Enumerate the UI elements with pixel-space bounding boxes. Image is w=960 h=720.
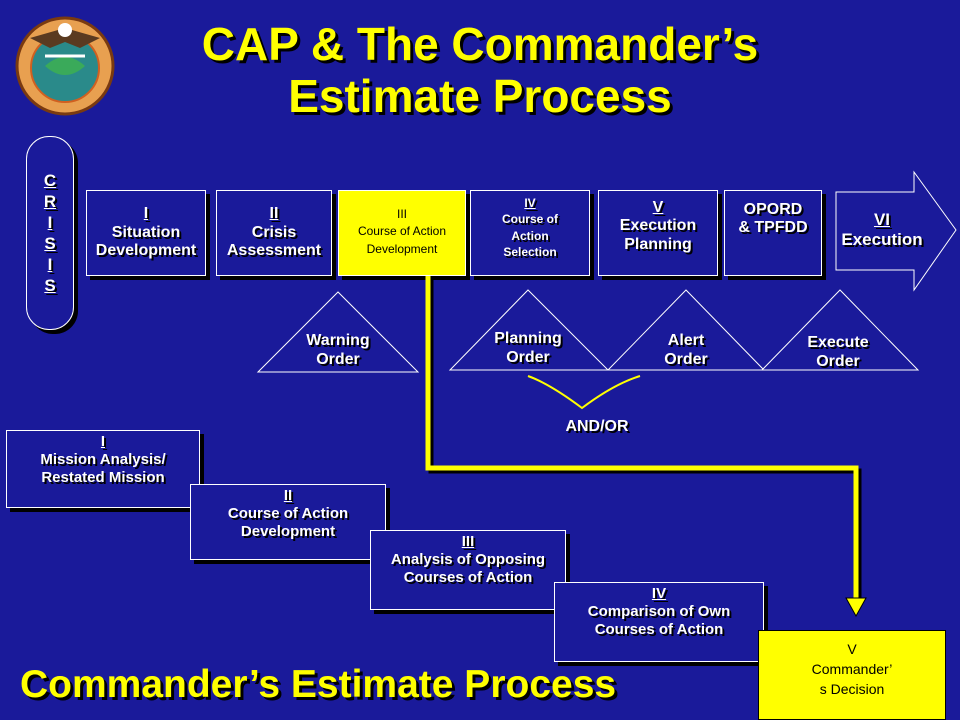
crisis-letter: I bbox=[47, 213, 53, 232]
phase-label: Execution Planning bbox=[619, 217, 697, 253]
step-number: IV bbox=[651, 585, 667, 602]
phase-label: Crisis Assessment bbox=[226, 223, 322, 260]
estimate-step-mission-analysis: I Mission Analysis/ Restated Mission bbox=[6, 430, 200, 508]
crisis-letter: C bbox=[43, 171, 57, 190]
crisis-capsule: C R I S I S bbox=[26, 136, 74, 330]
phase-label: Course of Action Selection bbox=[501, 211, 558, 260]
phase-number: I bbox=[143, 205, 149, 223]
estimate-step-comparison-own: IV Comparison of Own Courses of Action bbox=[554, 582, 764, 662]
crisis-letter: I bbox=[47, 255, 53, 274]
connector-arrowhead bbox=[845, 597, 867, 618]
andor-label: AND/OR bbox=[565, 418, 629, 435]
execution-label: VI Execution bbox=[832, 210, 932, 250]
step-number: V bbox=[847, 641, 857, 657]
crisis-letter: S bbox=[44, 234, 56, 253]
andor-bracket bbox=[527, 375, 641, 410]
crisis-letter: S bbox=[44, 276, 56, 295]
phase-opord-tpfdd: OPORD & TPFDD bbox=[724, 190, 822, 276]
phase-number: VI bbox=[873, 210, 891, 229]
phase-course-of-action-development: III Course of Action Development bbox=[338, 190, 466, 276]
command-seal-logo bbox=[10, 8, 120, 118]
execute-order-triangle bbox=[760, 289, 920, 371]
alert-order-label: Alert Order bbox=[664, 332, 708, 368]
phase-label: OPORD & TPFDD bbox=[738, 201, 808, 237]
phase-label: Execution bbox=[841, 230, 923, 249]
phase-crisis-assessment: II Crisis Assessment bbox=[216, 190, 332, 276]
eagle-seal-icon bbox=[15, 16, 115, 116]
phase-number: II bbox=[269, 205, 279, 223]
estimate-step-commanders-decision: V Commander’ s Decision bbox=[758, 630, 946, 720]
planning-order-triangle bbox=[448, 289, 610, 371]
step-number: II bbox=[283, 487, 293, 504]
phase-label: Course of Action Development bbox=[357, 223, 447, 256]
planning-order-label: Planning Order bbox=[494, 330, 562, 366]
connector-line bbox=[425, 276, 859, 600]
step-label: Comparison of Own Courses of Action bbox=[587, 603, 731, 638]
phase-number: IV bbox=[524, 196, 536, 210]
connector-line bbox=[428, 279, 862, 603]
step-label: Mission Analysis/ Restated Mission bbox=[40, 451, 166, 486]
alert-order-triangle bbox=[606, 289, 766, 371]
phase-number: V bbox=[652, 199, 664, 216]
step-number: I bbox=[100, 433, 106, 450]
crisis-letter: R bbox=[43, 192, 57, 211]
warning-order-label: Warning Order bbox=[306, 332, 370, 368]
execute-order-label: Execute Order bbox=[807, 334, 869, 370]
phase-number: III bbox=[396, 207, 407, 222]
step-label: Commander’ s Decision bbox=[811, 661, 893, 697]
bottom-title: Commander’s Estimate Process bbox=[20, 663, 617, 706]
step-label: Course of Action Development bbox=[227, 505, 349, 540]
estimate-step-coa-development: II Course of Action Development bbox=[190, 484, 386, 560]
execution-arrow bbox=[835, 170, 957, 292]
phase-coa-selection: IV Course of Action Selection bbox=[470, 190, 590, 276]
phase-label: Situation Development bbox=[95, 223, 197, 260]
estimate-step-analysis-opposing: III Analysis of Opposing Courses of Acti… bbox=[370, 530, 566, 610]
step-number: III bbox=[461, 533, 475, 550]
phase-situation-development: I Situation Development bbox=[86, 190, 206, 276]
warning-order-triangle bbox=[256, 291, 420, 373]
page-title: CAP & The Commander’s Estimate Process bbox=[201, 18, 759, 122]
phase-execution-planning: V Execution Planning bbox=[598, 190, 718, 276]
step-label: Analysis of Opposing Courses of Action bbox=[390, 551, 546, 586]
